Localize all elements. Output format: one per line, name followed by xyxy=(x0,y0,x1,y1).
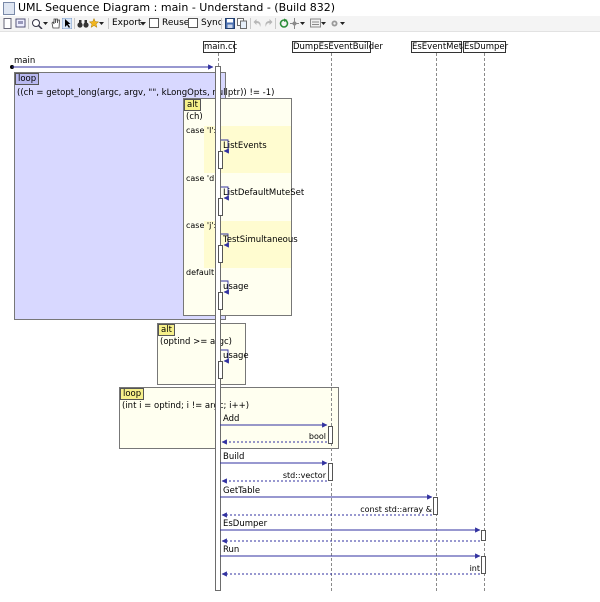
toolbar-separator xyxy=(221,18,222,29)
case-label: case 'j': xyxy=(186,221,217,230)
undo-icon[interactable] xyxy=(253,18,262,29)
lifeline-dump-es-event-builder xyxy=(331,53,332,591)
return-label: int xyxy=(469,564,480,573)
loop-guard: ((ch = getopt_long(argc, argv, "", kLong… xyxy=(17,88,275,98)
message-label: usage xyxy=(223,282,249,292)
activation-box xyxy=(433,497,438,515)
zoom-dropdown-icon[interactable] xyxy=(43,18,49,29)
activation-box xyxy=(218,245,223,263)
lifeline-es-event-meta xyxy=(436,53,437,591)
toolbar: Export Reuse Sync xyxy=(0,16,600,32)
message-label: Add xyxy=(223,414,240,424)
toolbar-separator xyxy=(250,18,251,29)
message-label: ListDefaultMuteSet xyxy=(223,188,305,198)
print-preview-icon[interactable] xyxy=(15,18,26,29)
alt-guard: (optind >= argc) xyxy=(160,337,232,347)
frame-tag: alt xyxy=(184,99,201,111)
message-label: usage xyxy=(223,351,249,361)
refresh-icon[interactable] xyxy=(279,18,289,29)
diagram-canvas[interactable]: loop ((ch = getopt_long(argc, argv, "", … xyxy=(0,32,600,602)
activation-box xyxy=(218,361,223,379)
save-icon[interactable] xyxy=(225,18,235,29)
activation-box xyxy=(481,556,486,574)
message-label: Build xyxy=(223,452,245,462)
case-label: default: xyxy=(186,268,217,277)
favorite-dropdown-icon[interactable] xyxy=(99,18,105,29)
message-label: Run xyxy=(223,545,240,555)
alt-frame-optind[interactable]: alt (optind >= argc) xyxy=(157,323,246,385)
activation-box xyxy=(481,530,486,541)
activation-box xyxy=(218,292,223,310)
layout-dropdown-icon[interactable] xyxy=(300,18,306,29)
activation-main-cc xyxy=(215,66,221,591)
toolbar-separator xyxy=(275,18,276,29)
message-label: GetTable xyxy=(223,486,261,496)
lifeline-header-dump-es-event-builder[interactable]: DumpEsEventBuilder xyxy=(292,41,383,53)
pan-hand-icon[interactable] xyxy=(50,18,61,29)
frame-tag: loop xyxy=(15,73,40,85)
loop-frame-args[interactable]: loop (int i = optind; i != argc; i++) xyxy=(119,387,339,449)
toolbar-separator xyxy=(74,18,75,29)
zoom-icon[interactable] xyxy=(31,18,43,29)
case-label: case 'l': xyxy=(186,126,217,135)
return-label: bool xyxy=(308,432,326,441)
message-arrows xyxy=(10,64,481,577)
select-pointer-icon[interactable] xyxy=(62,18,72,29)
favorite-star-icon[interactable] xyxy=(89,18,99,29)
toolbar-separator xyxy=(28,18,29,29)
toolbar-separator xyxy=(108,18,109,29)
export-dropdown-icon[interactable] xyxy=(140,18,147,29)
settings-dropdown-icon[interactable] xyxy=(340,18,346,29)
lifeline-es-dumper xyxy=(484,53,485,591)
title-bar: UML Sequence Diagram : main - Understand… xyxy=(0,0,600,16)
new-diagram-icon[interactable] xyxy=(3,18,13,29)
redo-icon[interactable] xyxy=(264,18,273,29)
return-label: std::vector xyxy=(282,471,326,480)
lifeline-header-main-cc[interactable]: main.cc xyxy=(203,41,238,53)
message-label: main xyxy=(14,56,36,66)
loop-guard: (int i = optind; i != argc; i++) xyxy=(122,401,250,411)
frame-tag: loop xyxy=(120,388,145,400)
message-label: TestSimultaneous xyxy=(223,235,298,245)
sync-checkbox[interactable] xyxy=(188,18,198,28)
settings-gear-icon[interactable] xyxy=(330,18,339,29)
options-dropdown-icon[interactable] xyxy=(321,18,327,29)
frame-tag: alt xyxy=(158,324,175,336)
reuse-checkbox[interactable] xyxy=(149,18,159,28)
message-label: EsDumper xyxy=(223,519,268,529)
case-label: case 'd': xyxy=(186,174,220,183)
window-title: UML Sequence Diagram : main - Understand… xyxy=(18,1,335,14)
layout-icon[interactable] xyxy=(290,18,299,29)
activation-box xyxy=(328,463,333,481)
alt-frame-switch[interactable]: alt (ch) case 'l': case 'd': case 'j': d… xyxy=(183,98,292,316)
lifeline-header-es-event-meta[interactable]: EsEventMeta xyxy=(411,41,468,53)
copy-icon[interactable] xyxy=(237,18,248,29)
app-icon xyxy=(3,2,15,15)
export-menu-label[interactable]: Export xyxy=(112,18,142,28)
return-label: const std::array & xyxy=(360,505,432,514)
alt-guard: (ch) xyxy=(186,112,203,122)
diagram-options-icon[interactable] xyxy=(310,18,321,29)
activation-box xyxy=(328,426,333,444)
lifeline-header-es-dumper[interactable]: EsDumper xyxy=(463,41,509,53)
activation-box xyxy=(218,198,223,216)
binoculars-icon[interactable] xyxy=(77,18,89,29)
reuse-label: Reuse xyxy=(162,18,190,28)
activation-box xyxy=(218,151,223,169)
message-label: ListEvents xyxy=(223,141,267,151)
sync-label: Sync xyxy=(201,18,223,28)
